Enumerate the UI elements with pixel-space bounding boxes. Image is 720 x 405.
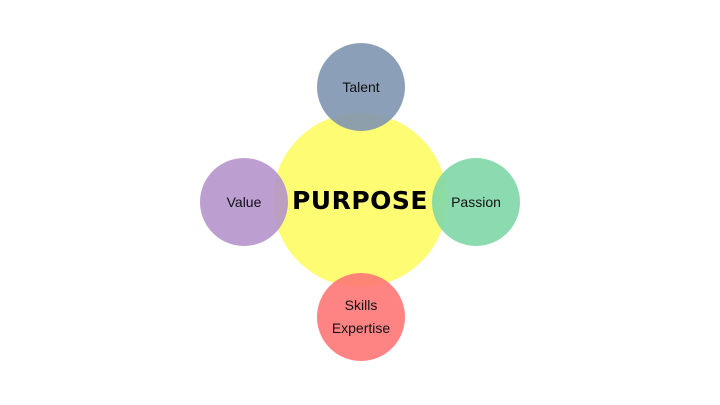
passion-circle [432, 158, 520, 246]
purpose-circle [273, 113, 447, 287]
talent-circle [317, 43, 405, 131]
talent-label: Talent [342, 79, 379, 95]
expertise-label: Expertise [332, 320, 391, 336]
skills-circle [317, 273, 405, 361]
value-circle [200, 158, 288, 246]
passion-label: Passion [451, 194, 501, 210]
skills-label: Skills [345, 297, 378, 313]
value-label: Value [227, 194, 262, 210]
purpose-label: PURPOSE [292, 186, 428, 215]
